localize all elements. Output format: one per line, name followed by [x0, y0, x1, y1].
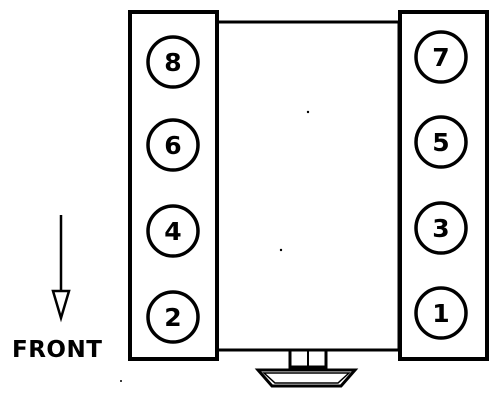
cylinder-number: 3	[432, 214, 449, 243]
transmission-mount-icon	[254, 348, 359, 388]
cylinder-number: 8	[164, 48, 181, 77]
cylinder-left-2: 6	[146, 118, 200, 172]
cylinder-number: 7	[432, 43, 449, 72]
cylinder-number: 1	[432, 299, 449, 328]
cylinder-number: 5	[432, 128, 449, 157]
cylinder-right-4: 1	[414, 286, 468, 340]
engine-center-block	[215, 20, 401, 352]
front-label: FRONT	[12, 337, 102, 363]
right-cylinder-bank	[398, 10, 489, 361]
front-arrow-icon	[51, 215, 71, 323]
cylinder-left-3: 4	[146, 204, 200, 258]
cylinder-left-1: 8	[146, 35, 200, 89]
cylinder-left-4: 2	[146, 290, 200, 344]
cylinder-number: 6	[164, 131, 181, 160]
cylinder-right-3: 3	[414, 201, 468, 255]
cylinder-number: 2	[164, 303, 181, 332]
left-cylinder-bank	[128, 10, 219, 361]
scan-specks	[120, 110, 310, 382]
cylinder-number: 4	[164, 217, 181, 246]
cylinder-right-2: 5	[414, 115, 468, 169]
cylinder-right-1: 7	[414, 30, 468, 84]
